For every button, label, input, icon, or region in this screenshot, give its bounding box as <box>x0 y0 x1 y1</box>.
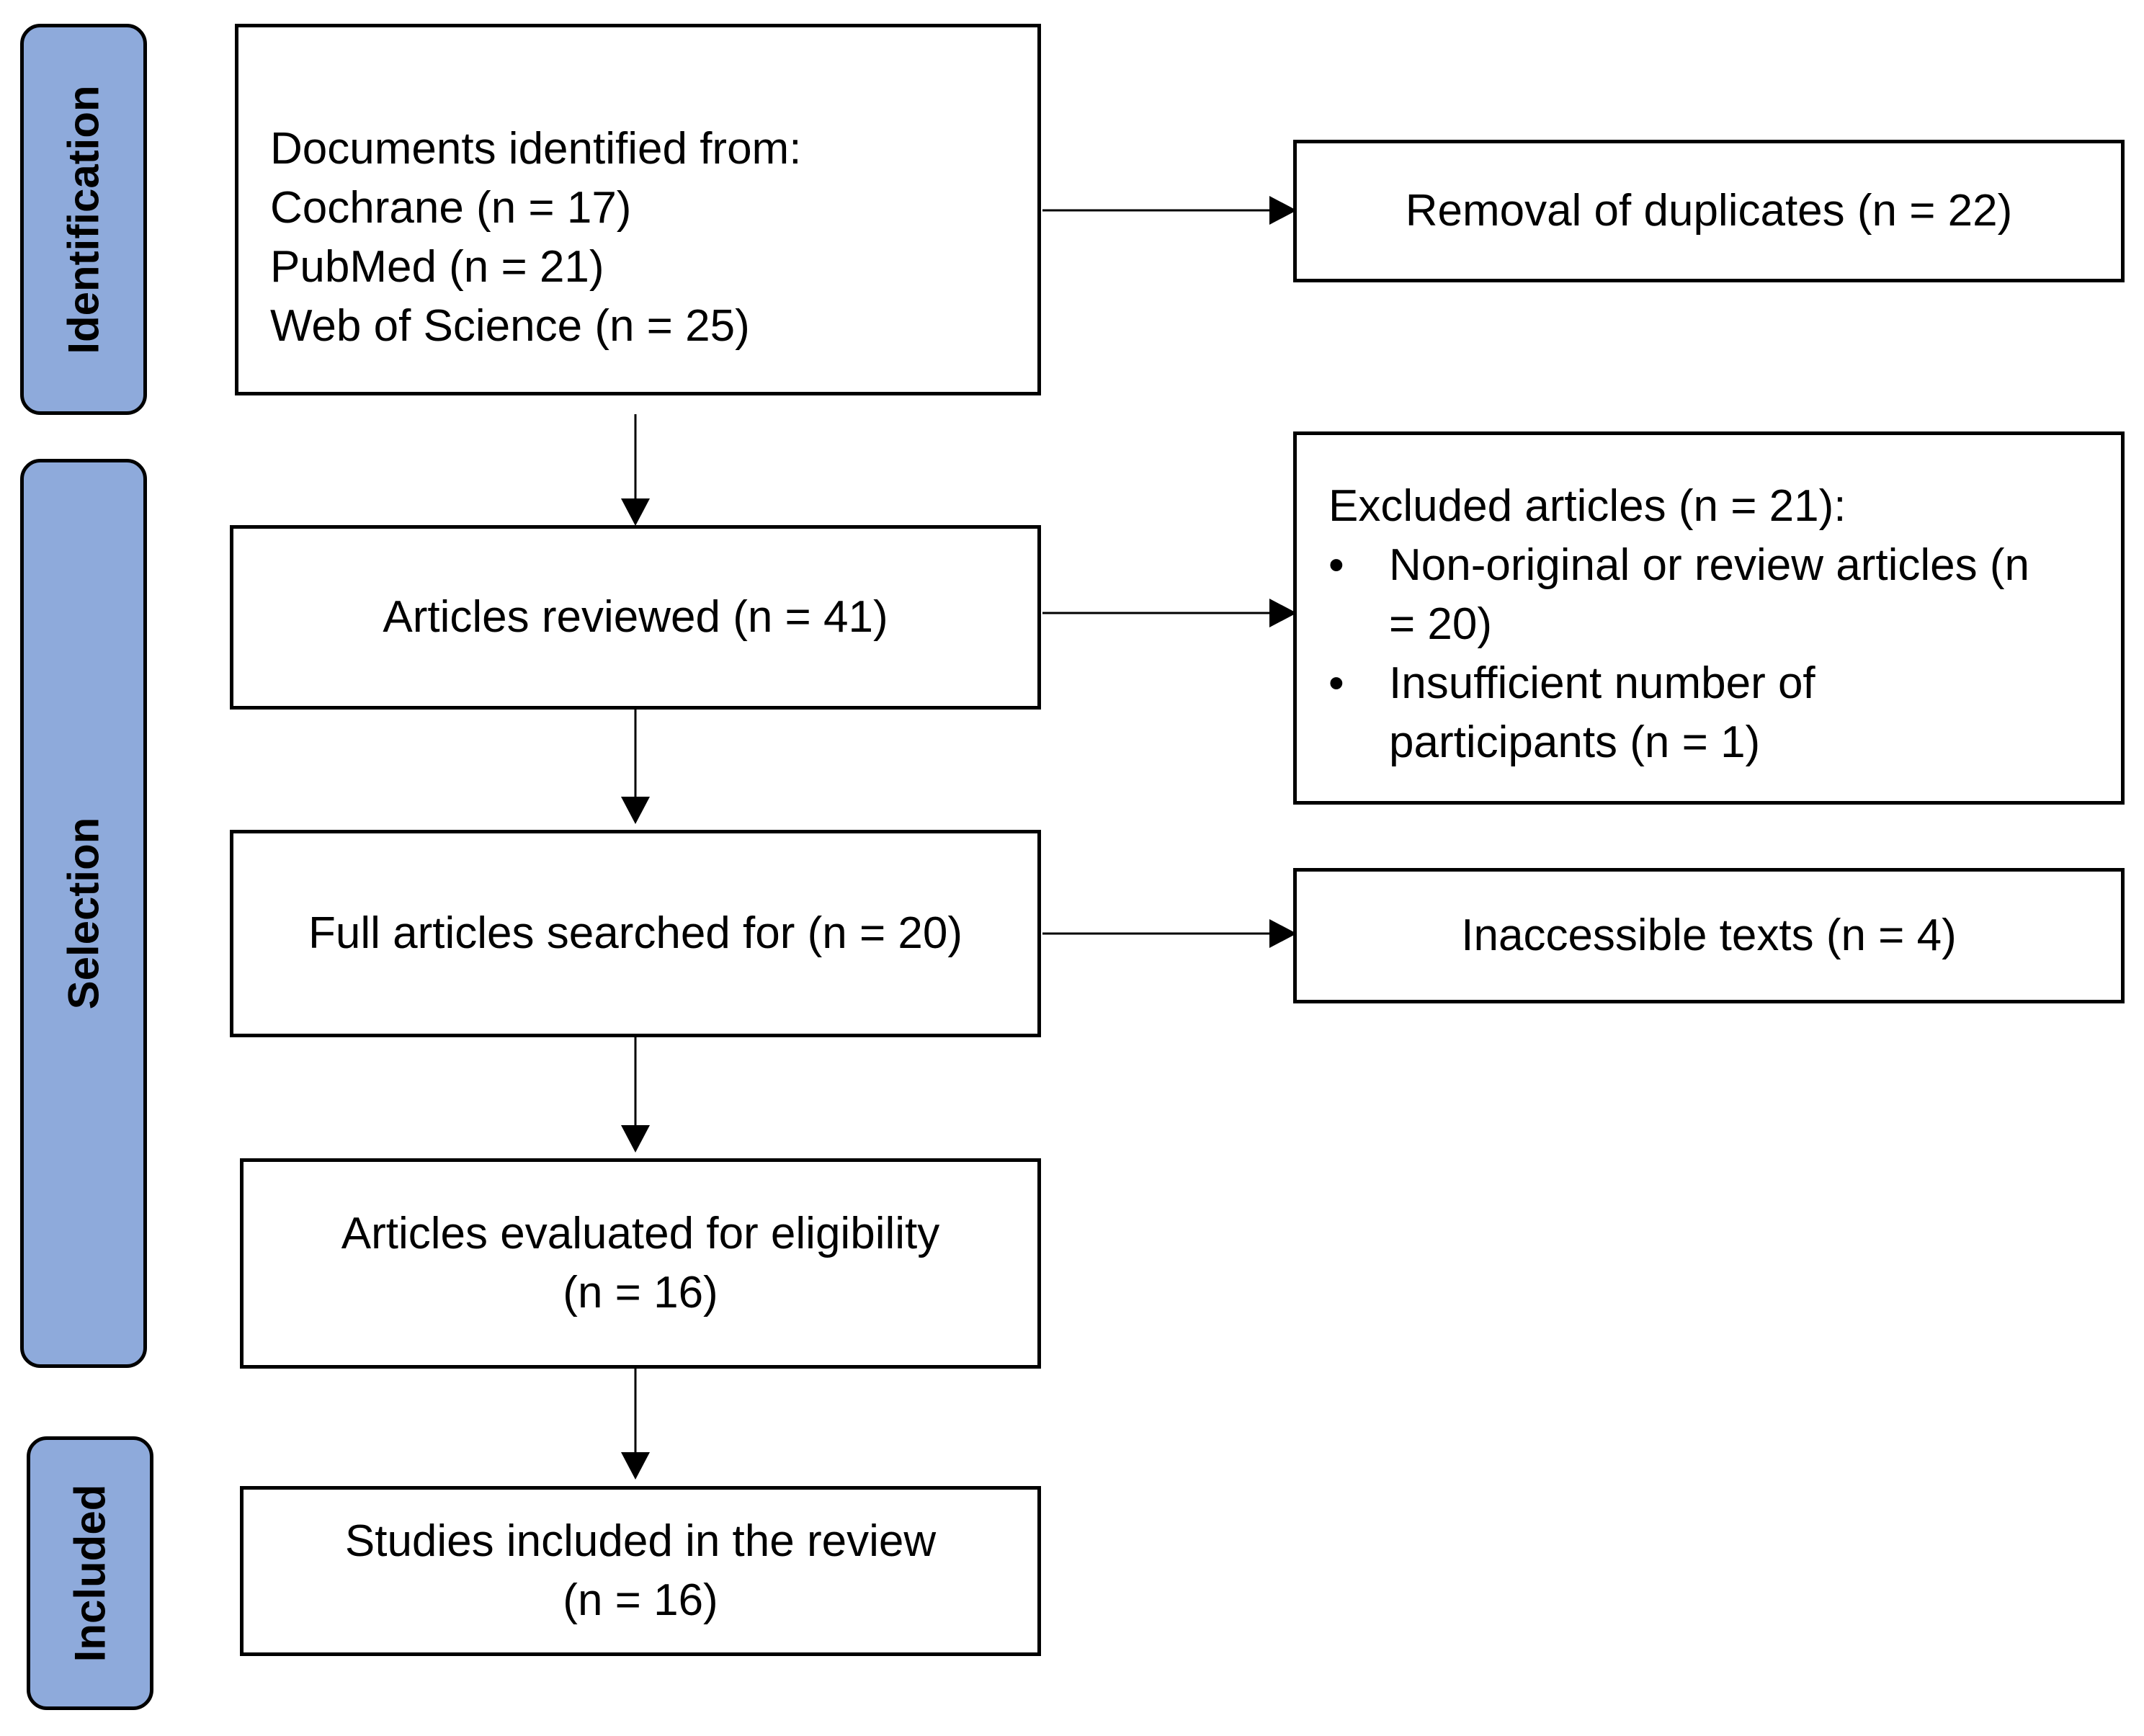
arrow-reviewed-to-full-articles <box>621 710 650 824</box>
arrow-sources-to-reviewed <box>621 414 650 526</box>
phase-identification: Identification <box>20 24 147 415</box>
phase-selection: Selection <box>20 459 147 1368</box>
bullet-marker: • <box>1328 540 1344 590</box>
phase-identification-label: Identification <box>59 84 108 354</box>
excluded-reason-insufficient: • Insufficient number of participants (n… <box>1328 654 2092 772</box>
arrow-full-articles-to-eligibility <box>621 1037 650 1153</box>
phase-included-label: Included <box>66 1484 115 1663</box>
included-studies-line-2: (n = 16) <box>563 1575 718 1625</box>
source-web-of-science: Web of Science (n = 25) <box>270 301 750 351</box>
excluded-reason-text: Insufficient number of participants (n =… <box>1389 654 2092 772</box>
reviewed-text: Articles reviewed (n = 41) <box>383 592 888 642</box>
source-pubmed: PubMed (n = 21) <box>270 242 604 292</box>
phase-included: Included <box>27 1436 153 1710</box>
reviewed-box: Articles reviewed (n = 41) <box>230 525 1041 710</box>
excluded-reason-1-line-1: Non-original or review articles (n <box>1389 540 2029 590</box>
inaccessible-text: Inaccessible texts (n = 4) <box>1461 910 1957 960</box>
excluded-reason-2-line-2: participants (n = 1) <box>1389 717 1761 767</box>
eligibility-line-2: (n = 16) <box>563 1268 718 1317</box>
excluded-reason-non-original: • Non-original or review articles (n = 2… <box>1328 536 2092 654</box>
included-studies-line-1: Studies included in the review <box>344 1516 937 1566</box>
phase-selection-label: Selection <box>59 817 108 1010</box>
eligibility-line-1: Articles evaluated for eligibility <box>341 1209 940 1258</box>
eligibility-box: Articles evaluated for eligibility (n = … <box>240 1158 1041 1369</box>
excluded-reason-1-line-2: = 20) <box>1389 599 1493 649</box>
sources-heading: Documents identified from: <box>270 124 802 174</box>
full-articles-box: Full articles searched for (n = 20) <box>230 830 1041 1037</box>
excluded-reason-text: Non-original or review articles (n = 20) <box>1389 536 2092 654</box>
excluded-reason-2-line-1: Insufficient number of <box>1389 654 2092 713</box>
included-studies-box: Studies included in the review (n = 16) <box>240 1486 1041 1656</box>
excluded-heading: Excluded articles (n = 21): <box>1328 481 1846 531</box>
excluded-box: Excluded articles (n = 21): • Non-origin… <box>1293 431 2125 805</box>
arrow-sources-to-duplicates <box>1042 196 1297 225</box>
duplicates-text: Removal of duplicates (n = 22) <box>1405 186 2013 236</box>
arrow-full-articles-to-inaccessible <box>1042 919 1297 948</box>
inaccessible-box: Inaccessible texts (n = 4) <box>1293 868 2125 1003</box>
excluded-reason-2-word-3: of <box>1777 658 1815 708</box>
arrow-reviewed-to-excluded <box>1042 599 1297 627</box>
sources-box: Documents identified from: Cochrane (n =… <box>235 24 1041 395</box>
bullet-marker: • <box>1328 658 1344 708</box>
source-cochrane: Cochrane (n = 17) <box>270 183 632 233</box>
full-articles-text: Full articles searched for (n = 20) <box>308 908 962 958</box>
excluded-reason-2-word-1: Insufficient <box>1389 658 1602 708</box>
arrow-eligibility-to-included <box>621 1369 650 1480</box>
excluded-reason-2-word-2: number <box>1614 658 1766 708</box>
duplicates-box: Removal of duplicates (n = 22) <box>1293 140 2125 282</box>
